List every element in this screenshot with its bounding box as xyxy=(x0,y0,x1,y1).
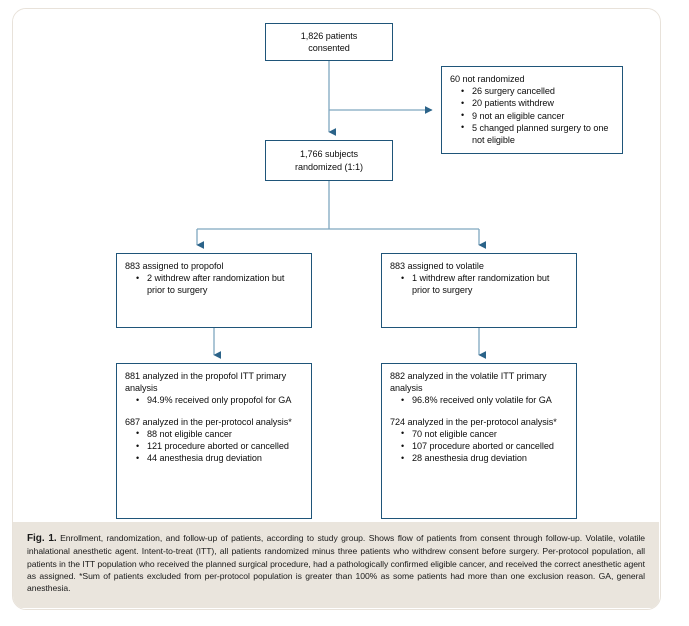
not-randomized-list: 26 surgery cancelled 20 patients withdre… xyxy=(450,85,614,146)
list-item: 5 changed planned surgery to one not eli… xyxy=(461,121,614,146)
pp-volatile-list: 70 not eligible cancer 107 procedure abo… xyxy=(390,427,568,465)
randomized-line-1: 1,766 subjects xyxy=(300,149,358,160)
box-itt-volatile: 882 analyzed in the volatile ITT primary… xyxy=(381,363,577,519)
list-item: 88 not eligible cancer xyxy=(136,427,303,440)
list-item: 28 anesthesia drug deviation xyxy=(401,452,568,464)
box-patients-consented: 1,826 patients consented xyxy=(265,23,393,61)
list-item: 70 not eligible cancer xyxy=(401,427,568,440)
list-item: 96.8% received only volatile for GA xyxy=(401,394,568,406)
figure-caption-body: Enrollment, randomization, and follow-up… xyxy=(27,533,645,594)
list-item: 9 not an eligible cancer xyxy=(461,109,614,122)
list-item: 107 procedure aborted or cancelled xyxy=(401,440,568,452)
assigned-propofol-list: 2 withdrew after randomization but prior… xyxy=(125,272,303,296)
flow-diagram-canvas: 1,826 patients consented 60 not randomiz… xyxy=(13,9,659,522)
list-item: 44 anesthesia drug deviation xyxy=(136,452,303,464)
list-item: 2 withdrew after randomization but prior… xyxy=(136,272,303,296)
pp-volatile-heading: 724 analyzed in the per-protocol analysi… xyxy=(390,416,557,427)
consented-line-1: 1,826 patients xyxy=(300,30,358,41)
box-assigned-propofol: 883 assigned to propofol 2 withdrew afte… xyxy=(116,253,312,328)
randomized-line-2: randomized (1:1) xyxy=(295,161,363,172)
list-item: 26 surgery cancelled xyxy=(461,85,614,97)
figure-caption-strip: Fig. 1. Enrollment, randomization, and f… xyxy=(13,522,659,608)
consented-line-2: consented xyxy=(308,43,350,53)
spacer xyxy=(390,407,568,416)
list-item: 1 withdrew after randomization but prior… xyxy=(401,272,568,296)
list-item: 94.9% received only propofol for GA xyxy=(136,394,303,406)
assigned-propofol-heading: 883 assigned to propofol xyxy=(125,261,224,271)
figure-card: 1,826 patients consented 60 not randomiz… xyxy=(12,8,661,610)
itt-volatile-list: 96.8% received only volatile for GA xyxy=(390,394,568,406)
assigned-volatile-heading: 883 assigned to volatile xyxy=(390,261,484,271)
pp-propofol-list: 88 not eligible cancer 121 procedure abo… xyxy=(125,427,303,465)
pp-propofol-heading: 687 analyzed in the per-protocol analysi… xyxy=(125,416,292,427)
box-itt-propofol: 881 analyzed in the propofol ITT primary… xyxy=(116,363,312,519)
box-assigned-volatile: 883 assigned to volatile 1 withdrew afte… xyxy=(381,253,577,328)
spacer xyxy=(125,407,303,416)
assigned-volatile-list: 1 withdrew after randomization but prior… xyxy=(390,272,568,296)
itt-propofol-list: 94.9% received only propofol for GA xyxy=(125,394,303,406)
list-item: 20 patients withdrew xyxy=(461,97,614,109)
itt-volatile-heading: 882 analyzed in the volatile ITT primary… xyxy=(390,371,547,394)
not-randomized-heading: 60 not randomized xyxy=(450,74,525,84)
box-not-randomized: 60 not randomized 26 surgery cancelled 2… xyxy=(441,66,623,154)
flow-connectors xyxy=(196,61,486,359)
list-item: 121 procedure aborted or cancelled xyxy=(136,440,303,452)
itt-propofol-heading: 881 analyzed in the propofol ITT primary… xyxy=(125,371,287,394)
figure-label: Fig. 1. xyxy=(27,533,57,544)
figure-caption: Fig. 1. Enrollment, randomization, and f… xyxy=(27,532,645,594)
box-subjects-randomized: 1,766 subjects randomized (1:1) xyxy=(265,140,393,181)
